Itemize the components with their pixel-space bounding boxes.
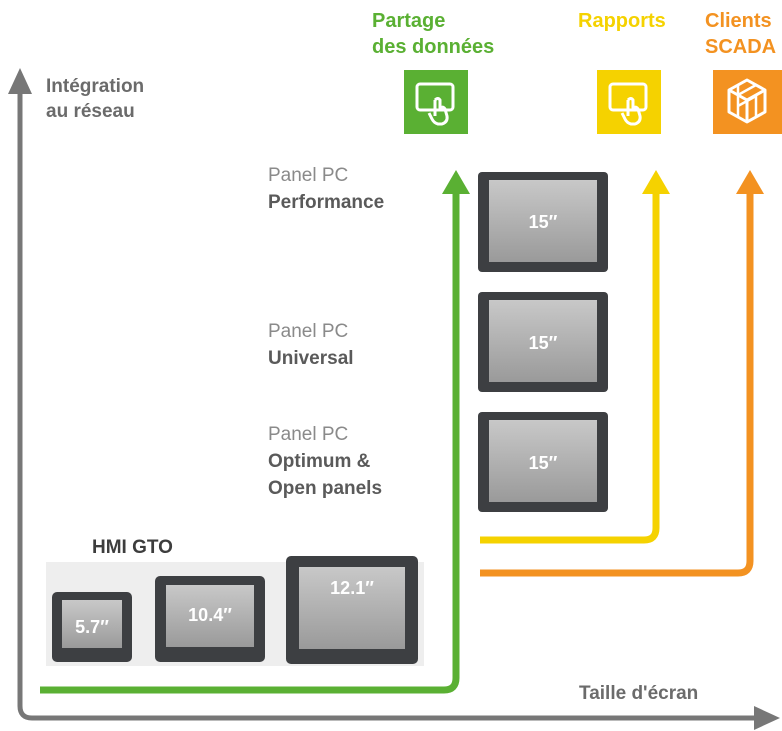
hmi-screen-medium [166,585,254,647]
y-axis-label: Intégration au réseau [46,74,144,124]
green-arrowhead [442,170,470,194]
x-axis-arrowhead [754,706,780,730]
y-axis [17,90,755,721]
panel-pc-screen-2 [489,300,597,382]
panel-model-text-line2: Open panels [268,478,383,499]
panel-pc-size-label: 15″ [528,453,558,473]
yellow-arrowhead [642,170,670,194]
panel-model-text: Optimum & [268,451,371,472]
y-axis-label-line1: Intégration [46,76,145,97]
panel-model-text: Universal [268,348,354,369]
panel-pc-performance-label: Panel PC Performance [268,162,384,216]
panel-pc-size-label: 15″ [528,333,558,353]
y-axis-label-line2: au réseau [46,101,135,122]
orange-arrow-line [480,190,754,577]
panel-model-text: Performance [268,192,385,213]
category-heading-line1: Clients [705,10,772,32]
panel-type-text: Panel PC [268,321,349,342]
hmi-gto-title: HMI GTO [92,537,173,558]
hmi-screen-small [62,600,122,648]
y-axis-arrowhead [8,68,32,94]
x-axis-label: Taille d'écran [579,683,699,704]
panel-pc-size-label: 15″ [528,212,558,232]
hmi-screen-large [299,567,405,649]
category-heading-line2: SCADA [705,36,777,58]
category-heading-line1: Partage [372,10,446,32]
panel-pc-optimum-label: Panel PC Optimum & Open panels [268,421,382,502]
category-heading-scada: Clients SCADA [705,8,776,60]
hmi-size-label: 12.1″ [330,578,374,598]
panel-pc-screen-3 [489,420,597,502]
yellow-arrow-line [480,190,660,544]
touch-screen-icon [415,82,455,126]
orange-arrowhead [736,170,764,194]
category-heading-shared-data: Partage des données [372,8,494,60]
cube-network-icon [727,78,767,124]
hmi-size-label: 5.7″ [75,617,109,637]
panel-type-text: Panel PC [268,424,349,445]
panel-type-text: Panel PC [268,165,349,186]
category-heading-reports: Rapports [578,10,666,32]
touch-screen-icon [608,82,648,126]
panel-pc-screen-1 [489,180,597,262]
green-arrow-line [40,190,460,694]
panel-pc-universal-label: Panel PC Universal [268,318,354,372]
category-heading-line2: des données [372,36,495,58]
hmi-size-label: 10.4″ [188,605,232,625]
